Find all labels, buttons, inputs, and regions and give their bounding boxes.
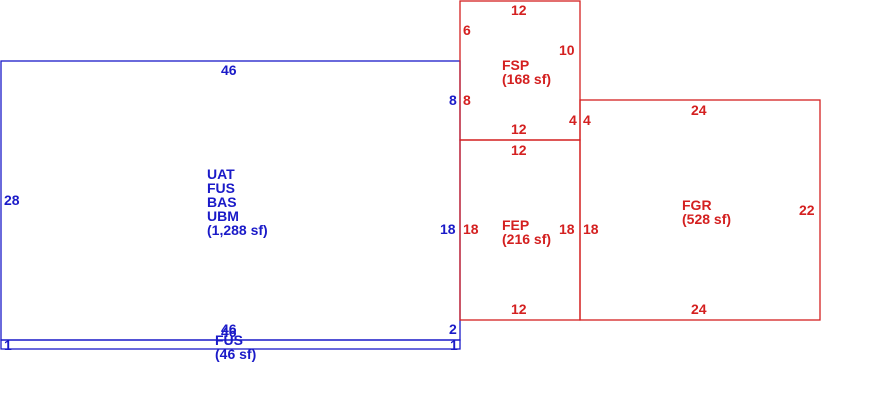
living-area-sf: (1,288 sf) — [207, 222, 268, 238]
fep-sf: (216 sf) — [502, 231, 551, 247]
fsp-dim-left: 8 — [463, 92, 471, 108]
living-dim-right: 8 — [449, 92, 457, 108]
living-dim-right-lower: 18 — [440, 221, 456, 237]
fus-strip-code: FUS — [215, 332, 243, 348]
living-dim-left: 28 — [4, 192, 20, 208]
living-area: UAT FUS BAS UBM (1,288 sf) 46 28 8 18 46… — [0, 60, 461, 341]
fsp-dim-left-top: 6 — [463, 22, 471, 38]
living-dim-top: 46 — [221, 62, 237, 78]
fus-strip-outline — [0, 339, 461, 350]
fgr-code: FGR — [682, 197, 712, 213]
fgr-sf: (528 sf) — [682, 211, 731, 227]
fep-area: FEP (216 sf) 12 18 18 12 — [459, 139, 581, 321]
fsp-dim-bottom: 12 — [511, 121, 527, 137]
fgr-area: FGR (528 sf) 24 4 18 22 24 — [579, 99, 821, 321]
fsp-dim-right-lower: 4 — [569, 112, 577, 128]
living-area-code-1: UAT — [207, 166, 235, 182]
fgr-dim-top: 24 — [691, 102, 707, 118]
fgr-dim-right: 22 — [799, 202, 815, 218]
fus-strip-dim-top: 46 — [221, 324, 237, 340]
fep-dim-bottom: 12 — [511, 301, 527, 317]
fep-dim-right: 18 — [559, 221, 575, 237]
living-area-code-4: UBM — [207, 208, 239, 224]
fgr-outline — [579, 99, 821, 321]
living-dim-bottom: 46 — [221, 321, 237, 337]
fgr-dim-left-lower: 18 — [583, 221, 599, 237]
fsp-code: FSP — [502, 57, 529, 73]
fgr-dim-left: 4 — [583, 112, 591, 128]
living-area-code-3: BAS — [207, 194, 237, 210]
fus-strip: FUS (46 sf) 46 1 1 — [0, 324, 461, 362]
fsp-dim-right: 10 — [559, 42, 575, 58]
fgr-dim-bottom: 24 — [691, 301, 707, 317]
fsp-area: FSP (168 sf) 12 6 8 10 12 4 — [459, 0, 581, 141]
fus-strip-sf: (46 sf) — [215, 346, 256, 362]
fsp-dim-top: 12 — [511, 2, 527, 18]
fep-dim-top: 12 — [511, 142, 527, 158]
fep-dim-left: 18 — [463, 221, 479, 237]
fsp-sf: (168 sf) — [502, 71, 551, 87]
living-area-code-2: FUS — [207, 180, 235, 196]
fus-strip-dim-left: 1 — [4, 337, 12, 353]
fep-code: FEP — [502, 217, 529, 233]
living-dim-right-bottom: 2 — [449, 321, 457, 337]
fus-strip-dim-right: 1 — [450, 337, 458, 353]
